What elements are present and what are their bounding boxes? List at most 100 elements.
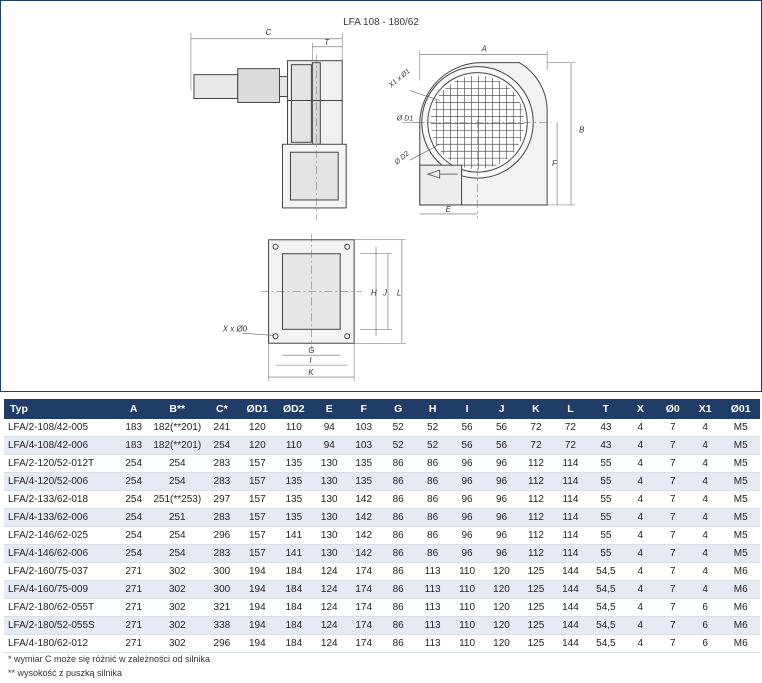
dimension-cell: 110 bbox=[449, 580, 485, 599]
dimension-cell: 94 bbox=[312, 419, 347, 437]
dimension-cell: 135 bbox=[346, 454, 381, 473]
dimension-cell: 184 bbox=[275, 598, 313, 617]
dimension-cell: 120 bbox=[239, 436, 276, 455]
dimension-cell: 125 bbox=[518, 598, 554, 617]
dimension-cell: 4 bbox=[688, 419, 722, 437]
dimension-cell: 54,5 bbox=[587, 616, 625, 635]
dimension-cell: 112 bbox=[518, 454, 554, 473]
dimension-cell: 130 bbox=[312, 454, 347, 473]
dimension-cell: 110 bbox=[449, 598, 485, 617]
dimension-cell: 96 bbox=[449, 508, 485, 527]
dimension-cell: 183 bbox=[117, 419, 150, 437]
dimension-cell: 112 bbox=[518, 472, 554, 491]
column-header: F bbox=[346, 399, 381, 419]
dimension-cell: 144 bbox=[553, 580, 588, 599]
dimension-cell: 174 bbox=[346, 598, 381, 617]
dimension-cell: 135 bbox=[346, 472, 381, 491]
dimension-cell: 114 bbox=[553, 454, 588, 473]
dimension-cell: 7 bbox=[656, 580, 689, 599]
dimension-cell: 86 bbox=[380, 598, 416, 617]
dimension-cell: 135 bbox=[275, 508, 313, 527]
dimension-cell: 271 bbox=[117, 598, 150, 617]
dimension-cell: 254 bbox=[149, 544, 205, 563]
dimension-cell: 4 bbox=[624, 454, 657, 473]
model-name-cell: LFA/2-180/62-055T bbox=[4, 598, 118, 617]
column-header: A bbox=[117, 399, 150, 419]
dimension-cell: 144 bbox=[553, 562, 588, 581]
model-name-cell: LFA/4-108/42-006 bbox=[4, 436, 118, 455]
dimension-cell: 86 bbox=[380, 544, 416, 563]
dimension-cell: 54,5 bbox=[587, 634, 625, 653]
column-header: X1 bbox=[688, 399, 722, 419]
dimension-cell: 7 bbox=[656, 526, 689, 545]
dimension-cell: 194 bbox=[239, 562, 276, 581]
dimension-cell: 4 bbox=[624, 634, 657, 653]
dimension-cell: 54,5 bbox=[587, 580, 625, 599]
dimension-cell: 103 bbox=[346, 419, 381, 437]
dimension-cell: 184 bbox=[275, 580, 313, 599]
dimension-cell: 254 bbox=[149, 526, 205, 545]
dimension-cell: 4 bbox=[688, 544, 722, 563]
dim-x1d1: X1 x Ø1 bbox=[387, 68, 412, 90]
dimension-cell: 113 bbox=[415, 562, 450, 581]
dimension-cell: 72 bbox=[553, 436, 588, 455]
model-name-cell: LFA/2-160/75-037 bbox=[4, 562, 118, 581]
dimension-cell: 296 bbox=[204, 634, 240, 653]
dimension-cell: 271 bbox=[117, 616, 150, 635]
dimension-cell: 56 bbox=[449, 436, 485, 455]
dimension-cell: 184 bbox=[275, 562, 313, 581]
dimension-cell: 130 bbox=[312, 544, 347, 563]
model-name-cell: LFA/2-180/52-055S bbox=[4, 616, 118, 635]
model-name-cell: LFA/2-108/42-005 bbox=[4, 419, 118, 437]
dimension-cell: 141 bbox=[275, 544, 313, 563]
dimension-cell: 142 bbox=[346, 508, 381, 527]
dimension-cell: 86 bbox=[415, 526, 450, 545]
model-name-cell: LFA/4-133/62-006 bbox=[4, 508, 118, 527]
dimension-cell: 271 bbox=[117, 634, 150, 653]
dimension-cell: 125 bbox=[518, 634, 554, 653]
dimension-cell: 7 bbox=[656, 634, 689, 653]
dimension-cell: M6 bbox=[721, 616, 760, 635]
column-header: I bbox=[449, 399, 485, 419]
dimension-cell: 302 bbox=[149, 598, 205, 617]
dimension-cell: 130 bbox=[312, 472, 347, 491]
dimension-cell: 183 bbox=[117, 436, 150, 455]
dimension-cell: 96 bbox=[484, 508, 519, 527]
dimension-cell: 120 bbox=[484, 562, 519, 581]
dimension-cell: 338 bbox=[204, 616, 240, 635]
dimension-cell: 4 bbox=[688, 526, 722, 545]
model-name-cell: LFA/4-180/62-012 bbox=[4, 634, 118, 653]
dimension-cell: M6 bbox=[721, 634, 760, 653]
dimension-cell: 135 bbox=[275, 490, 313, 509]
dimension-cell: 55 bbox=[587, 526, 625, 545]
dimension-cell: 251(**253) bbox=[149, 490, 205, 509]
dimension-cell: 86 bbox=[380, 580, 416, 599]
dimension-cell: 125 bbox=[518, 580, 554, 599]
dimension-cell: 72 bbox=[553, 419, 588, 437]
dimension-cell: 254 bbox=[149, 472, 205, 491]
dimension-cell: 157 bbox=[239, 508, 276, 527]
dimension-cell: 4 bbox=[624, 544, 657, 563]
dim-i: I bbox=[309, 356, 312, 365]
dimension-cell: 96 bbox=[484, 472, 519, 491]
dimension-cell: 112 bbox=[518, 544, 554, 563]
dimension-cell: 4 bbox=[688, 454, 722, 473]
dimension-cell: 43 bbox=[587, 436, 625, 455]
dimension-cell: 4 bbox=[624, 490, 657, 509]
dimension-cell: 302 bbox=[149, 580, 205, 599]
dimension-cell: 271 bbox=[117, 562, 150, 581]
dimension-cell: 296 bbox=[204, 526, 240, 545]
dimension-cell: 157 bbox=[239, 490, 276, 509]
dimension-cell: 125 bbox=[518, 616, 554, 635]
dimension-cell: 7 bbox=[656, 490, 689, 509]
dimension-cell: 112 bbox=[518, 526, 554, 545]
dimension-cell: 124 bbox=[312, 616, 347, 635]
dimension-cell: 300 bbox=[204, 562, 240, 581]
